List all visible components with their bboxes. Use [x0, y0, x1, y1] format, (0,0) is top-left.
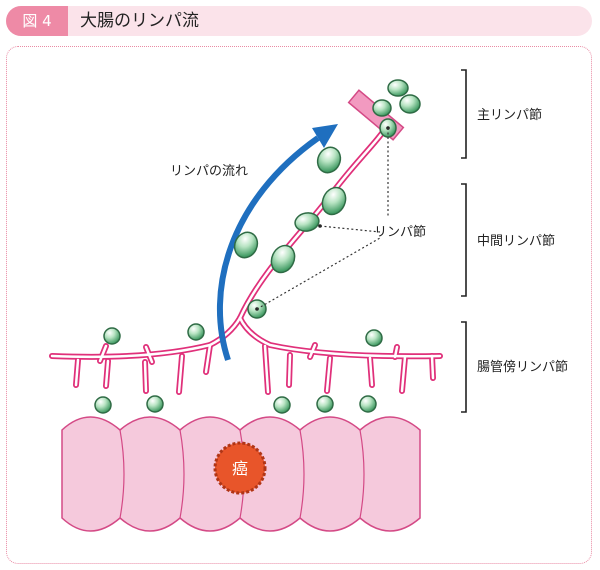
cancer-tumor: [213, 441, 267, 495]
figure-frame: [6, 46, 592, 564]
intermediate-lymph-node: [316, 146, 342, 174]
intermediate-lymph-node: [321, 186, 347, 216]
node-leader-lines: [256, 128, 389, 310]
flow-label: リンパの流れ: [170, 164, 248, 179]
cancer-label: 癌: [232, 459, 248, 478]
paracolic-lymph-node: [187, 323, 205, 341]
paracolic-lymph-node: [103, 327, 121, 345]
figure-header: [6, 6, 592, 36]
bracket-label-paracolic: 腸管傍リンパ節: [477, 359, 568, 375]
lymph-flow-arrow: [216, 124, 338, 361]
classification-brackets: [461, 69, 467, 413]
paracolic-lymph-node: [359, 395, 377, 413]
colon-haustra: [119, 429, 365, 519]
intermediate-lymph-node: [294, 212, 320, 232]
figure-title: 大腸のリンパ流: [80, 11, 199, 31]
bracket-label-intermediate: 中間リンパ節: [477, 234, 555, 249]
figure-number-badge: 図 4: [6, 6, 68, 36]
paracolic-lymph-node: [273, 396, 291, 414]
paracolic-lymph-node: [316, 395, 334, 413]
main-lymph-node: [372, 99, 392, 117]
intermediate-lymph-node: [270, 244, 296, 274]
paracolic-lymph-node: [365, 329, 383, 347]
node-label: リンパ節: [374, 225, 426, 240]
intermediate-lymph-node: [233, 231, 259, 259]
paracolic-lymph-node: [94, 396, 112, 414]
main-lymph-node: [399, 94, 421, 114]
bracket-label-main: 主リンパ節: [477, 108, 542, 123]
main-lymph-node: [387, 79, 409, 97]
paracolic-lymph-node: [146, 395, 164, 413]
